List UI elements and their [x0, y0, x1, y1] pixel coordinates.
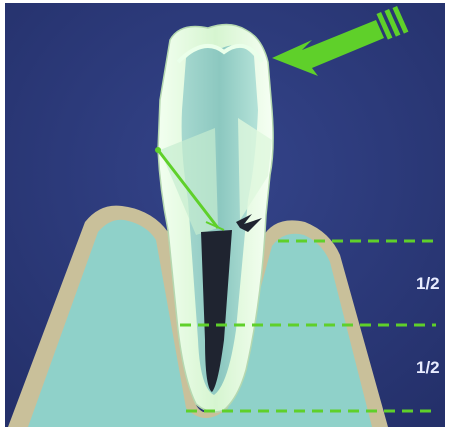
lower-ratio-label: 1/2 — [416, 358, 440, 377]
upper-ratio-label: 1/2 — [416, 274, 440, 293]
